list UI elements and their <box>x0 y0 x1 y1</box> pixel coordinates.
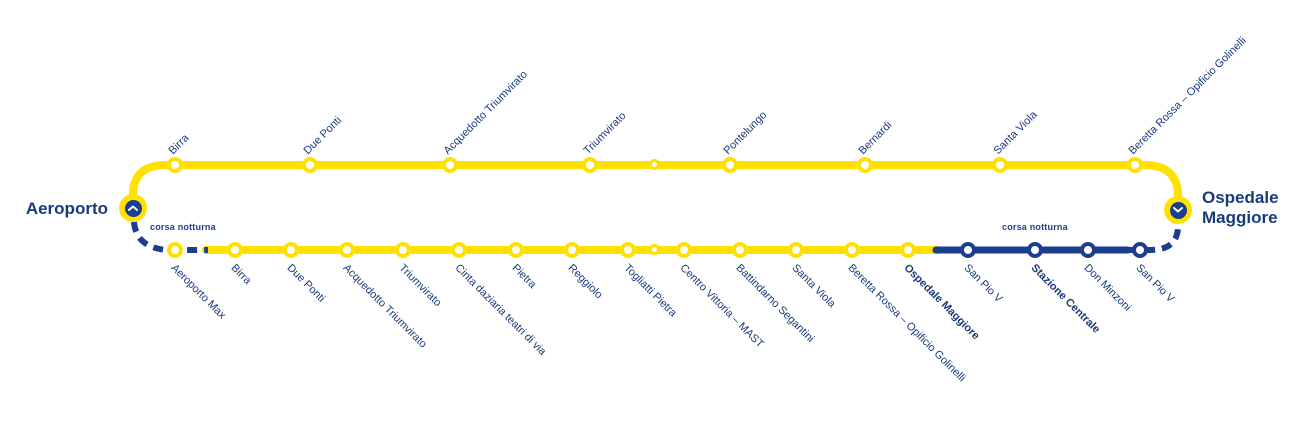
terminal-marker-right <box>1164 196 1192 224</box>
night-station-marker <box>960 242 976 258</box>
terminal-inner-circle <box>1169 201 1187 219</box>
route-curve-left-top <box>129 161 170 199</box>
terminal-marker-left <box>119 194 147 222</box>
night-station-marker <box>1027 242 1043 258</box>
station-marker <box>564 242 580 258</box>
chevron-down-icon <box>1173 207 1183 213</box>
terminal-inner-circle <box>124 199 142 217</box>
station-marker <box>339 242 355 258</box>
station-marker <box>227 242 243 258</box>
station-marker <box>167 157 183 173</box>
station-marker <box>283 242 299 258</box>
station-marker <box>582 157 598 173</box>
night-station-marker <box>1080 242 1096 258</box>
station-marker <box>395 242 411 258</box>
terminal-label-ospedale-maggiore: Ospedale Maggiore <box>1202 188 1279 227</box>
minor-stop-marker <box>649 244 660 255</box>
station-marker <box>844 242 860 258</box>
route-curve-right-top <box>1140 161 1182 200</box>
station-marker <box>302 157 318 173</box>
night-line-dashed-left <box>131 221 208 253</box>
station-marker <box>900 242 916 258</box>
station-marker <box>788 242 804 258</box>
station-marker <box>508 242 524 258</box>
night-line-dashed-right <box>1128 225 1181 253</box>
station-marker <box>1127 157 1143 173</box>
station-marker <box>676 242 692 258</box>
station-marker <box>722 157 738 173</box>
night-station-marker <box>1132 242 1148 258</box>
station-marker <box>857 157 873 173</box>
station-marker <box>167 242 183 258</box>
station-marker <box>620 242 636 258</box>
station-marker <box>732 242 748 258</box>
chevron-up-icon <box>128 205 138 211</box>
terminal-label-aeroporto: Aeroporto <box>25 199 108 218</box>
night-service-label-left: corsa notturna <box>150 222 216 232</box>
station-marker <box>451 242 467 258</box>
minor-stop-marker <box>649 159 660 170</box>
station-marker <box>442 157 458 173</box>
station-marker <box>992 157 1008 173</box>
night-service-label-right: corsa notturna <box>1002 222 1068 232</box>
